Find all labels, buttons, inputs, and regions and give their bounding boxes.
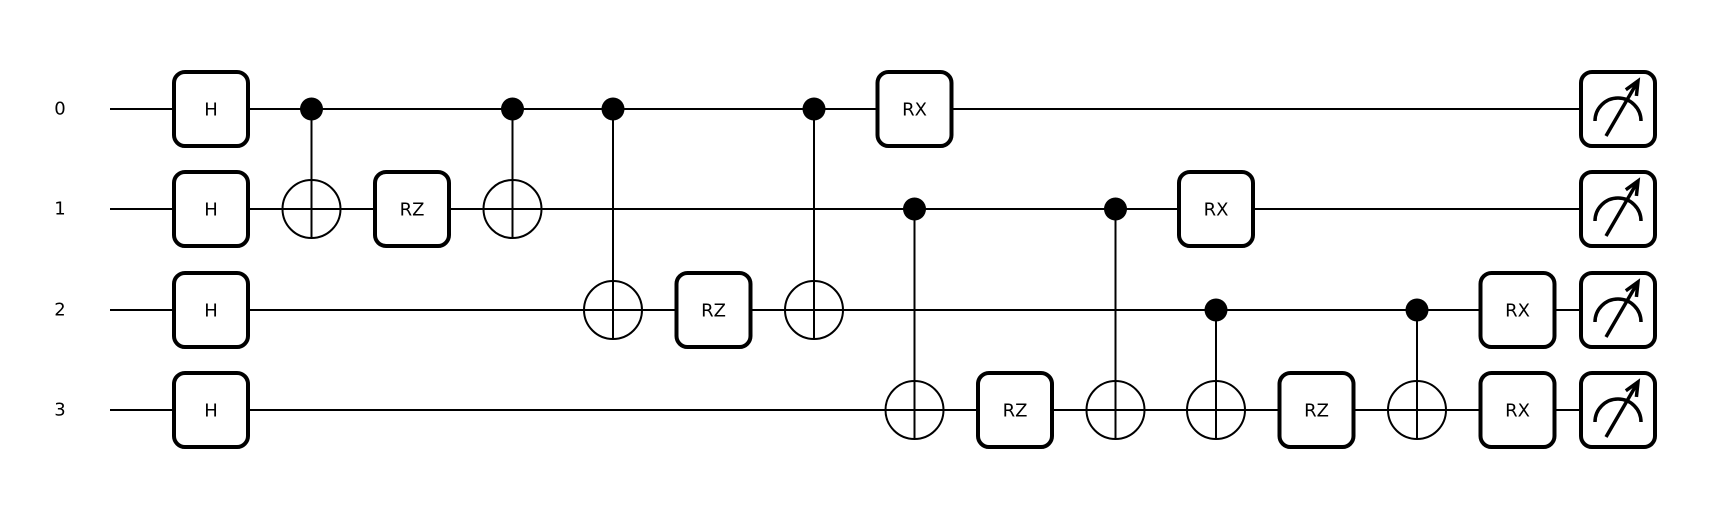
gate-box [172,271,250,349]
gate-rx-wire-1: RX [1177,170,1255,248]
meter-arrowhead [1624,177,1641,197]
gate-box [373,170,451,248]
meter-arc [1593,397,1643,423]
measure-box [1579,170,1657,248]
gate-label: RZ [400,200,425,221]
gate-rz-wire-3: RZ [1277,371,1356,449]
gate-h-wire-3: H [172,371,250,449]
control-dot [1405,298,1429,322]
control-dot [1104,197,1127,221]
gate-label: RZ [1304,401,1329,422]
gate-rz-wire-2: RZ [674,271,753,349]
gate-label: RX [1505,301,1530,322]
wire-label-1: 1 [54,199,65,220]
gate-label: H [204,401,218,422]
cnot-gate-2-3 [1387,298,1447,440]
gate-box [976,371,1054,449]
meter-arrowhead [1624,378,1641,398]
gate-rx-wire-0: RX [875,70,954,148]
gate-label: H [204,200,218,221]
meter-arrowhead [1624,278,1641,298]
cnot-gate-0-2 [784,97,844,340]
gate-rz-wire-1: RZ [373,170,451,248]
cnot-gate-0-1 [281,97,342,239]
gate-label: H [204,100,218,121]
control-dot [601,97,625,121]
wire-label-2: 2 [54,300,65,321]
control-dot [1204,298,1228,322]
gate-label: RX [1204,200,1229,221]
meter-arrowhead [1624,77,1641,97]
cnot-gate-0-1 [482,97,543,239]
meter-needle [1604,80,1640,137]
cnot-gate-2-3 [1186,298,1246,440]
meter-arc [1593,196,1643,222]
gate-box [172,371,250,449]
gate-rx-wire-2: RX [1478,271,1557,349]
meter-arc [1593,96,1643,122]
measure-box [1579,271,1657,349]
gate-box [172,170,250,248]
gate-label: H [204,301,218,322]
gate-box [172,70,250,148]
cnot-gate-1-3 [1085,197,1146,440]
measure-box [1579,371,1657,449]
gate-h-wire-0: H [172,70,250,148]
measure-box [1579,70,1657,148]
gate-label: RZ [1003,401,1028,422]
cnot-gate-1-3 [884,197,945,440]
gate-box [1478,371,1557,449]
measurement-wire-3 [1579,371,1657,449]
control-dot [300,97,323,121]
measurement-wire-0 [1579,70,1657,148]
measurement-wire-2 [1579,271,1657,349]
cnot-gate-0-2 [583,97,643,340]
gate-rx-wire-3: RX [1478,371,1557,449]
control-dot [802,97,826,121]
meter-arc [1593,297,1643,323]
meter-needle [1604,281,1640,338]
gate-label: RX [902,100,927,121]
gate-label: RX [1505,401,1530,422]
control-dot [501,97,524,121]
gate-rz-wire-3: RZ [976,371,1054,449]
gate-label: RZ [701,301,726,322]
gate-box [1177,170,1255,248]
gate-h-wire-1: H [172,170,250,248]
gate-box [875,70,954,148]
meter-needle [1604,180,1640,237]
wire-label-0: 0 [54,99,65,120]
measurement-wire-1 [1579,170,1657,248]
control-dot [903,197,926,221]
gate-box [674,271,753,349]
meter-needle [1604,381,1640,438]
wire-label-3: 3 [54,400,65,421]
gate-box [1478,271,1557,349]
gate-box [1277,371,1356,449]
gate-h-wire-2: H [172,271,250,349]
